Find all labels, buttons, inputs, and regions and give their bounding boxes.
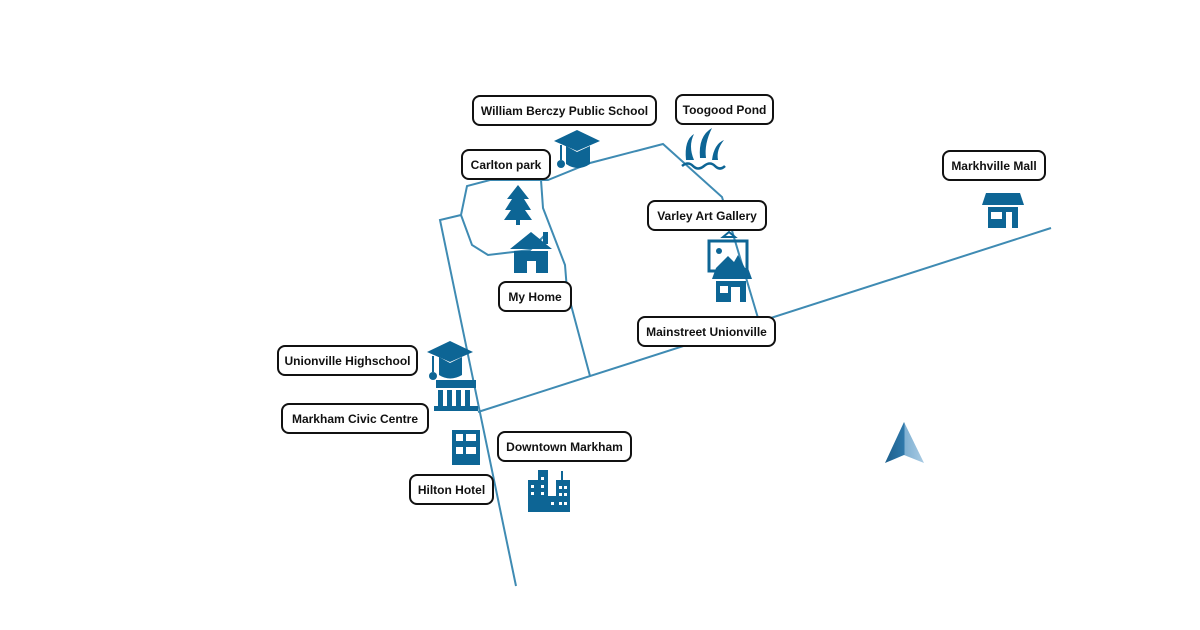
government-building-icon[interactable] [434,380,478,411]
label-carlton-park[interactable]: Carlton park [461,149,551,180]
store-icon[interactable] [982,193,1024,228]
label-markhville-mall[interactable]: Markhville Mall [942,150,1046,181]
label-mainstreet-unionville[interactable]: Mainstreet Unionville [637,316,776,347]
navigation-arrow-icon[interactable] [885,422,924,463]
label-toogood-pond[interactable]: Toogood Pond [675,94,774,125]
label-varley-art-gallery[interactable]: Varley Art Gallery [647,200,767,231]
hotel-building-icon[interactable] [452,430,480,465]
fountain-icon[interactable] [681,128,726,170]
label-markham-civic-centre[interactable]: Markham Civic Centre [281,403,429,434]
label-downtown-markham[interactable]: Downtown Markham [497,431,632,462]
label-hilton-hotel[interactable]: Hilton Hotel [409,474,494,505]
picture-frame-icon[interactable] [707,230,749,273]
house-icon[interactable] [510,232,552,273]
shop-icon[interactable] [712,268,752,302]
pine-tree-icon[interactable] [504,185,532,225]
road-park-east [540,179,591,377]
graduation-cap-icon[interactable] [427,341,473,380]
city-buildings-icon[interactable] [528,470,570,512]
label-william-berczy-public-school[interactable]: William Berczy Public School [472,95,657,126]
label-unionville-highschool[interactable]: Unionville Highschool [277,345,418,376]
graduation-cap-icon[interactable] [554,130,600,168]
label-my-home[interactable]: My Home [498,281,572,312]
